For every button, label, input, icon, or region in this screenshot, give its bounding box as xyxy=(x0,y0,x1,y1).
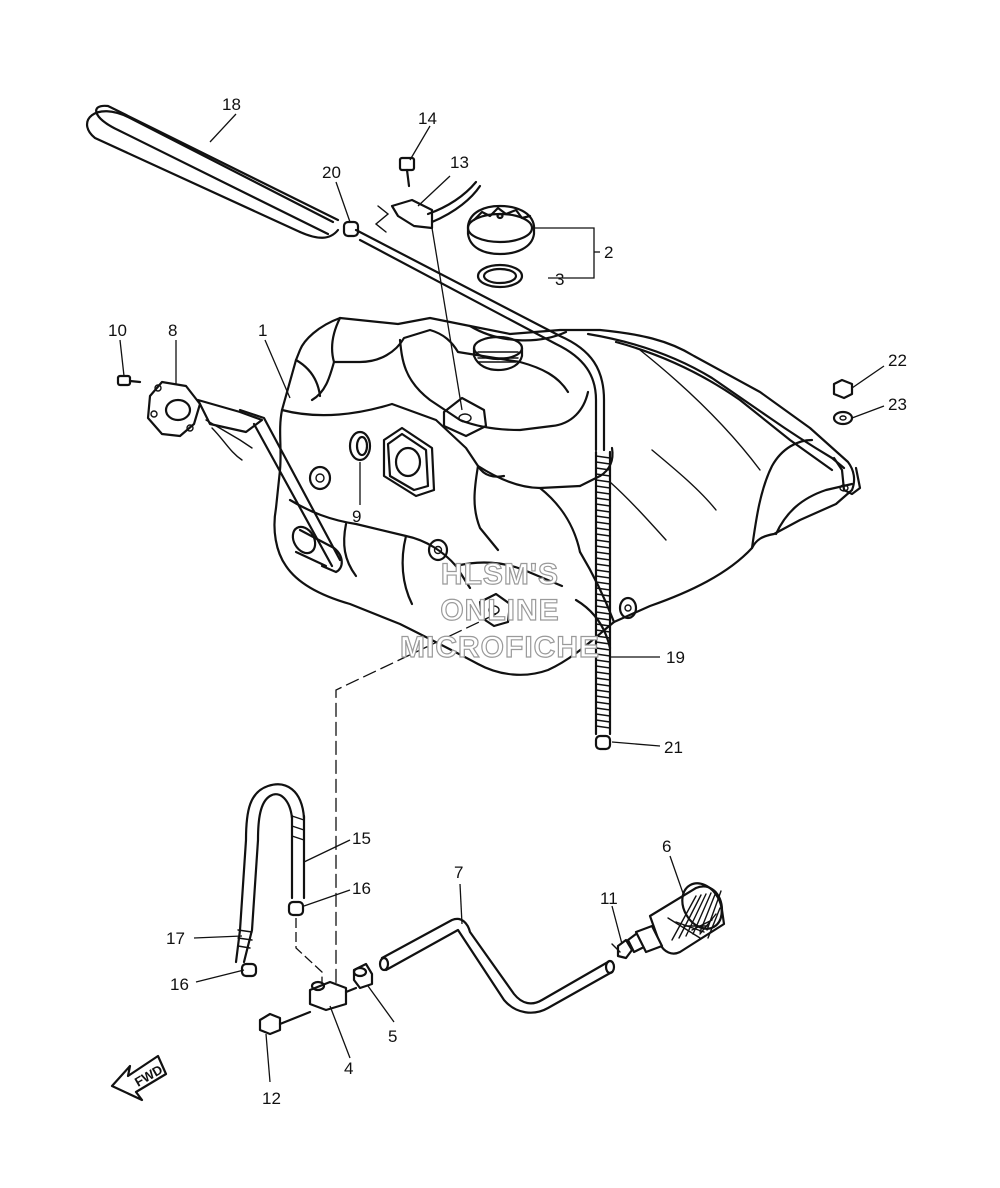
part-16-clip-a[interactable] xyxy=(287,900,305,917)
callouts: 18 14 20 13 2 3 10 8 1 22 23 9 19 21 15 … xyxy=(108,95,907,1108)
part-18-breather-hose[interactable] xyxy=(86,104,340,239)
part-11-clamp[interactable] xyxy=(611,938,634,960)
part-9-grommet[interactable] xyxy=(348,430,372,462)
leader-lines xyxy=(119,113,885,1083)
callout-6[interactable]: 6 xyxy=(662,837,671,856)
callout-4[interactable]: 4 xyxy=(344,1059,353,1078)
watermark-line-1: HLSM'S xyxy=(441,558,559,591)
part-10-screw[interactable] xyxy=(116,374,142,387)
callout-23[interactable]: 23 xyxy=(888,395,907,414)
part-23-washer[interactable] xyxy=(832,410,854,426)
callout-10[interactable]: 10 xyxy=(108,321,127,340)
fwd-arrow-icon: FWD xyxy=(110,1054,168,1102)
part-21-clip[interactable] xyxy=(594,734,612,751)
part-14-bolt[interactable] xyxy=(398,156,416,188)
part-1-fuel-tank[interactable] xyxy=(273,316,862,676)
callout-20[interactable]: 20 xyxy=(322,163,341,182)
callout-18[interactable]: 18 xyxy=(222,95,241,114)
part-4-fuel-cock[interactable] xyxy=(308,980,358,1012)
callout-9[interactable]: 9 xyxy=(352,507,361,526)
part-16-clip-b[interactable] xyxy=(240,962,258,978)
part-6-fuel-filter[interactable] xyxy=(626,876,730,955)
callout-16-lower[interactable]: 16 xyxy=(170,975,189,994)
part-8-sender[interactable] xyxy=(146,380,342,568)
callout-21[interactable]: 21 xyxy=(664,738,683,757)
callout-5[interactable]: 5 xyxy=(388,1027,397,1046)
watermark-line-2: ONLINE xyxy=(440,594,559,627)
callout-19[interactable]: 19 xyxy=(666,648,685,667)
part-2-fuel-cap[interactable] xyxy=(466,204,536,256)
callout-17[interactable]: 17 xyxy=(166,929,185,948)
part-15-hose[interactable] xyxy=(290,814,306,900)
part-17-hose[interactable] xyxy=(234,783,306,964)
watermark-line-3: MICROFICHE xyxy=(400,631,600,664)
callout-1[interactable]: 1 xyxy=(258,321,267,340)
callout-12[interactable]: 12 xyxy=(262,1089,281,1108)
callout-2[interactable]: 2 xyxy=(604,243,613,262)
callout-15[interactable]: 15 xyxy=(352,829,371,848)
part-22-nut[interactable] xyxy=(832,378,854,400)
watermark: HLSM'S ONLINE MICROFICHE xyxy=(399,557,600,664)
callout-13[interactable]: 13 xyxy=(450,153,469,172)
callout-16-upper[interactable]: 16 xyxy=(352,879,371,898)
callout-22[interactable]: 22 xyxy=(888,351,907,370)
part-20-clip[interactable] xyxy=(342,220,360,238)
callout-11[interactable]: 11 xyxy=(600,889,618,908)
vent-line xyxy=(354,228,606,452)
part-12-bolt[interactable] xyxy=(258,1010,312,1036)
part-3-gasket[interactable] xyxy=(476,263,524,289)
callout-7[interactable]: 7 xyxy=(454,863,463,882)
part-7-fuel-line[interactable] xyxy=(378,917,616,1014)
callout-3[interactable]: 3 xyxy=(555,270,564,289)
callout-14[interactable]: 14 xyxy=(418,109,437,128)
part-19-drain-hose[interactable] xyxy=(594,450,612,736)
callout-8[interactable]: 8 xyxy=(168,321,177,340)
part-13-bracket[interactable] xyxy=(374,180,482,233)
part-5-collar[interactable] xyxy=(352,962,374,990)
